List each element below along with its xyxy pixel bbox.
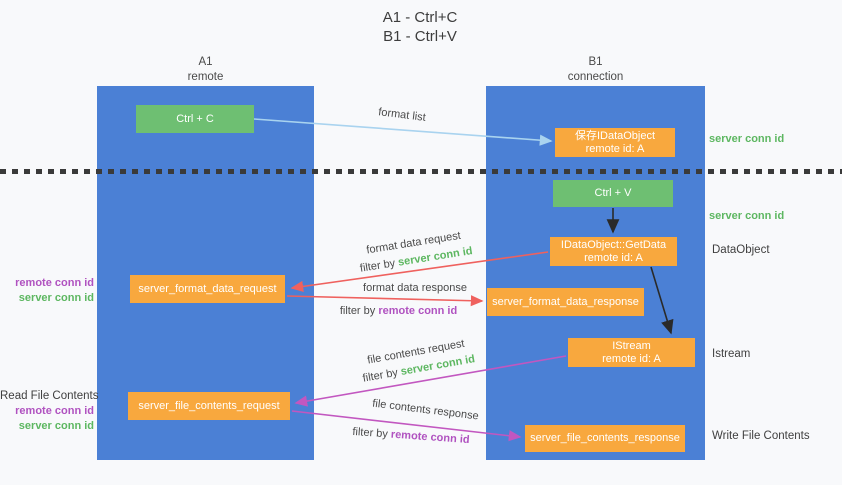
remote-conn-id-text: remote conn id (378, 305, 458, 317)
title-line-1: A1 - Ctrl+C (382, 9, 458, 26)
node-server-format-data-request-label: server_format_data_request (138, 282, 277, 295)
label-server-conn-id-mid: server conn id (709, 210, 785, 222)
filter-by-text: filter by (339, 305, 376, 317)
arrow-format-data-response (286, 295, 484, 307)
label-write-file-contents: Write File Contents (712, 430, 810, 442)
node-server-file-contents-response-label: server_file_contents_response (530, 432, 680, 444)
lifeline-a1-name: A1 (198, 56, 213, 68)
label-format-server-conn-id: server conn id (18, 292, 94, 304)
label-filter-file-response: filter by remote conn id (350, 426, 473, 446)
lifeline-b1-role: connection (567, 71, 624, 83)
node-istream: IStream remote id: A (568, 338, 695, 367)
node-server-file-contents-request-label: server_file_contents_request (138, 399, 280, 412)
node-idataobject-getdata: IDataObject::GetData remote id: A (550, 237, 677, 266)
node-server-file-contents-request: server_file_contents_request (128, 392, 290, 420)
diagram-title: A1 - Ctrl+C B1 - Ctrl+V (315, 8, 525, 46)
node-ctrl-v-label: Ctrl + V (594, 187, 632, 199)
label-format-data-response: format data response (363, 282, 467, 294)
title-line-2: B1 - Ctrl+V (383, 28, 457, 45)
node-istream-line2: remote id: A (602, 352, 661, 365)
label-file-contents-response: file contents response (371, 397, 480, 423)
remote-conn-id-text: remote conn id (390, 428, 470, 447)
node-server-format-data-response-label: server_format_data_response (492, 295, 639, 308)
node-save-idataobject-line2: remote id: A (585, 142, 645, 155)
label-format-conn-ids: remote conn id server conn id (0, 276, 94, 306)
filter-by-text: filter by (361, 366, 399, 385)
node-server-format-data-response: server_format_data_response (487, 288, 644, 316)
label-format-remote-conn-id: remote conn id (15, 277, 94, 289)
node-idataobject-getdata-line1: IDataObject::GetData (560, 238, 667, 251)
node-ctrl-c: Ctrl + C (136, 105, 254, 133)
label-read-file-contents-group: Read File Contents remote conn id server… (0, 389, 99, 434)
label-server-conn-id-top: server conn id (709, 133, 785, 145)
node-save-idataobject-line1: 保存IDataObject (574, 129, 656, 142)
node-server-format-data-request: server_format_data_request (130, 275, 285, 303)
node-idataobject-getdata-line2: remote id: A (584, 251, 643, 264)
label-file-remote-conn-id: remote conn id (15, 405, 94, 417)
node-server-file-contents-response: server_file_contents_response (525, 425, 685, 452)
label-format-data-request: format data request filter by server con… (338, 223, 491, 280)
label-dataobject: DataObject (712, 244, 770, 256)
lifeline-a1-role: remote (187, 71, 224, 83)
filter-by-text: filter by (352, 425, 389, 441)
label-read-file-contents: Read File Contents (0, 390, 99, 402)
label-istream: Istream (712, 348, 751, 360)
node-ctrl-c-label: Ctrl + C (176, 112, 214, 125)
filter-by-text: filter by (359, 257, 397, 275)
label-file-contents-request: file contents request filter by server c… (343, 332, 492, 391)
label-file-server-conn-id: server conn id (18, 420, 94, 432)
node-save-idataobject: 保存IDataObject remote id: A (555, 128, 675, 157)
label-format-list: format list (377, 106, 427, 124)
label-filter-format-response: filter by remote conn id (336, 305, 461, 317)
lifeline-b1-header: B1 connection (486, 55, 705, 85)
node-ctrl-v: Ctrl + V (553, 180, 673, 207)
phase-divider (0, 169, 842, 174)
lifeline-a1-header: A1 remote (97, 55, 314, 85)
node-istream-line1: IStream (612, 339, 651, 352)
lifeline-b1-name: B1 (588, 56, 603, 68)
